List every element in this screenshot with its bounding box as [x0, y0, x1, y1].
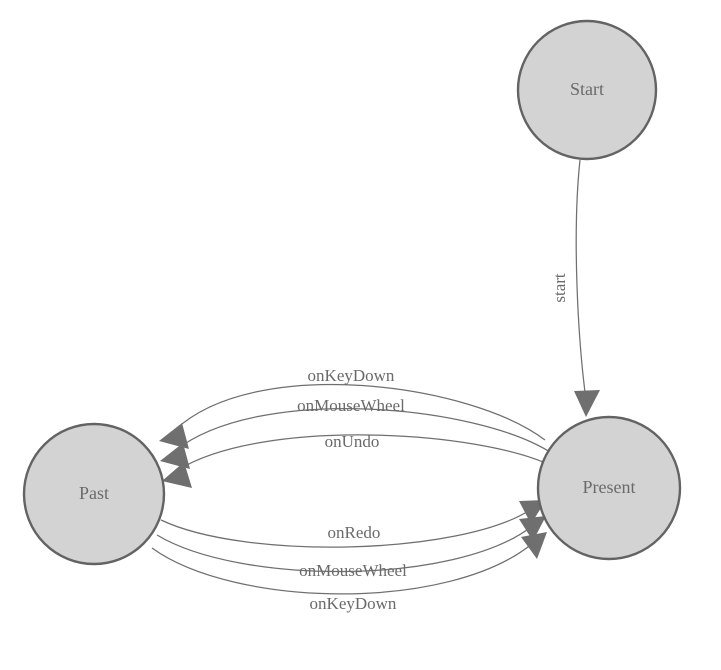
- edge-start-to-present[interactable]: [574, 159, 600, 417]
- node-present-circle: [536, 415, 682, 561]
- edge-label-onkeydown-upper: onKeyDown: [308, 366, 395, 385]
- edge-present-to-past-onkeydown-path: [174, 383, 546, 441]
- edge-present-to-past-onkeydown[interactable]: [159, 383, 546, 449]
- edge-label-onundo: onUndo: [325, 432, 380, 451]
- edge-start-to-present-arrowhead: [574, 390, 600, 417]
- edge-past-to-present-onmousewheel-arrowhead: [519, 516, 546, 541]
- node-past-circle: [22, 422, 166, 566]
- edge-present-to-past-onkeydown-arrowhead: [159, 423, 189, 449]
- edge-present-to-past-onundo-path: [177, 434, 553, 471]
- node-present-label: Present: [583, 477, 636, 497]
- edge-present-to-past-onmousewheel-arrowhead: [160, 443, 190, 469]
- edge-label-start: start: [550, 273, 569, 303]
- edge-present-to-past-onmousewheel[interactable]: [160, 408, 551, 469]
- edge-label-onmousewheel-lower: onMouseWheel: [299, 561, 407, 580]
- node-past[interactable]: Past: [22, 422, 166, 566]
- edge-past-to-present-onmousewheel[interactable]: [156, 516, 546, 573]
- edge-past-to-present-onkeydown-arrowhead: [521, 532, 547, 559]
- edge-past-to-present-onmousewheel-path: [156, 526, 532, 573]
- edge-past-to-present-onkeydown-path: [151, 542, 534, 595]
- edge-label-onkeydown-lower: onKeyDown: [310, 594, 397, 613]
- node-start-label: Start: [570, 79, 604, 99]
- node-present[interactable]: Present: [536, 415, 682, 561]
- node-past-label: Past: [79, 483, 109, 503]
- edge-label-onredo: onRedo: [328, 523, 381, 542]
- edge-past-to-present-onkeydown[interactable]: [151, 532, 547, 595]
- edge-label-onmousewheel-upper: onMouseWheel: [297, 396, 405, 415]
- edge-present-to-past-onundo[interactable]: [162, 434, 553, 488]
- edge-present-to-past-onundo-arrowhead: [162, 462, 192, 488]
- node-start[interactable]: Start: [516, 19, 658, 161]
- node-start-circle: [516, 19, 658, 161]
- edge-past-to-present-onredo-path: [160, 509, 531, 548]
- edge-start-to-present-path: [575, 159, 587, 401]
- edge-present-to-past-onmousewheel-path: [175, 408, 551, 453]
